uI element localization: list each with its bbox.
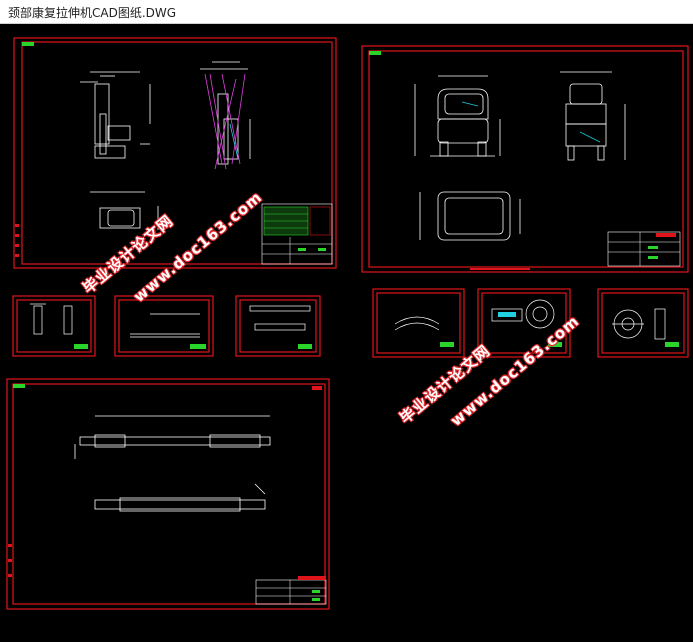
title-bar: 颈部康复拉伸机CAD图纸.DWG [0,0,693,24]
sheet-frame-1 [13,37,337,269]
sheet-frame-2 [361,45,689,273]
cad-drawing-svg [6,37,689,610]
sheet-frame-9 [6,378,330,610]
sheet-frame-6 [372,288,465,358]
sheet-frame-7 [477,288,571,358]
sheet-frame-3 [12,295,96,357]
sheet-frame-5 [235,295,321,357]
sheet-frame-4 [114,295,214,357]
sheet-frame-8 [597,288,689,358]
window-title: 颈部康复拉伸机CAD图纸.DWG [8,6,177,20]
cad-drawing-canvas[interactable]: 毕业设计论文网 www.doc163.com 毕业设计论文网 www.doc16… [0,24,693,642]
